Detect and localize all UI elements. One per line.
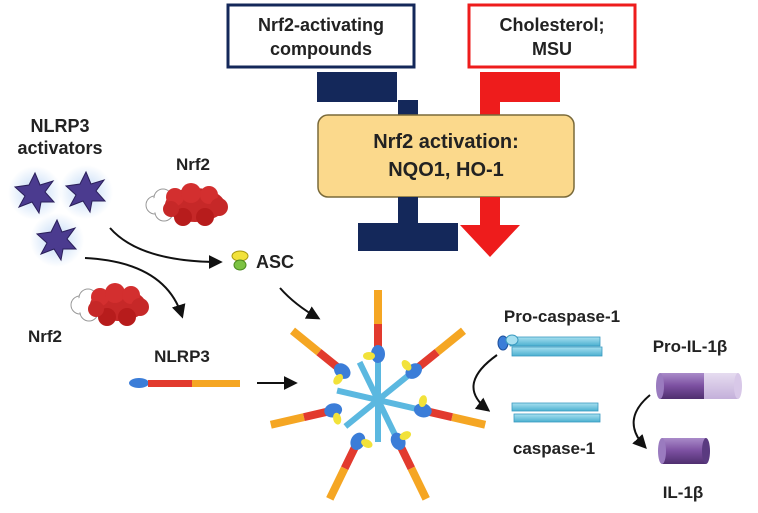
nrf2-compounds-line2: compounds: [270, 39, 372, 59]
pro-caspase-icon: [497, 334, 603, 357]
activator-to-asc-arrow: [109, 227, 223, 269]
il1b-label: IL-1β: [663, 483, 704, 502]
nlrp3-activator-stars: [8, 165, 113, 267]
activator-to-nlrp3-arrow: [84, 257, 186, 319]
star-burst-icon: [8, 166, 62, 220]
star-burst-icon: [59, 165, 113, 219]
lower-activation-arrow-icon: [460, 197, 520, 257]
nlrp3-activators-line2: activators: [17, 138, 102, 158]
caspase-label: caspase-1: [513, 439, 595, 458]
inflammasome-spokes: [336, 358, 420, 442]
asc-to-inflammasome-arrow: [279, 287, 321, 320]
nrf2-activation-box: Nrf2 activation: NQO1, HO-1: [317, 114, 575, 198]
nrf2-compounds-line1: Nrf2-activating: [258, 15, 384, 35]
nrf2-top-label: Nrf2: [176, 155, 210, 174]
inflammasome-complex-icon: [269, 290, 487, 501]
cholesterol-line2: MSU: [532, 39, 572, 59]
nrf2-activation-line2: NQO1, HO-1: [388, 159, 504, 181]
asc-label: ASC: [256, 252, 294, 272]
nrf2-compounds-box: Nrf2-activating compounds: [226, 3, 416, 69]
star-burst-icon: [30, 213, 84, 267]
cholesterol-line1: Cholesterol;: [499, 15, 604, 35]
cholesterol-msu-box: Cholesterol; MSU: [467, 3, 637, 69]
nrf2-bottom-protein-icon: [70, 283, 149, 326]
lower-inhibition-icon: [358, 197, 458, 251]
nrf2-bottom-label: Nrf2: [28, 327, 62, 346]
pro-caspase-label: Pro-caspase-1: [504, 307, 620, 326]
pro-il1b-to-il1b-arrow: [632, 394, 651, 450]
nrf2-top-protein-icon: [145, 183, 228, 226]
procaspase-to-caspase-arrow: [472, 354, 498, 412]
pro-il1b-icon: [656, 373, 742, 399]
nlrp3-label: NLRP3: [154, 347, 210, 366]
il1b-icon: [658, 438, 710, 464]
nlrp3-activators-line1: NLRP3: [30, 116, 89, 136]
caspase-icon: [511, 402, 601, 423]
nrf2-activation-line1: Nrf2 activation:: [373, 131, 519, 153]
asc-adaptor-icon: [231, 250, 249, 271]
nlrp3-protein-icon: [129, 378, 240, 388]
pro-il1b-label: Pro-IL-1β: [653, 337, 728, 356]
